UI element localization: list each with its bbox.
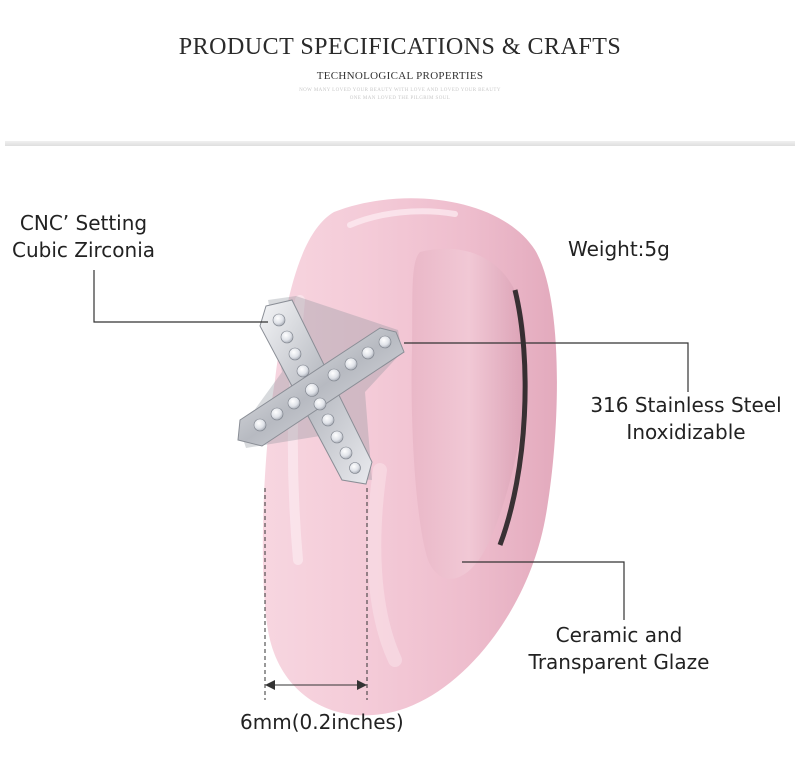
- ceramic-label: Ceramic and Transparent Glaze: [506, 622, 732, 676]
- setting-label: CNC’ Setting Cubic Zirconia: [12, 210, 155, 264]
- leader-lines: [93, 270, 689, 620]
- header-subtitle: TECHNOLOGICAL PROPERTIES: [316, 70, 484, 82]
- steel-label-line1: 316 Stainless Steel: [590, 393, 782, 417]
- header-divider: [5, 141, 795, 146]
- weight-label: Weight:5g: [568, 237, 670, 261]
- leader-line-ceramic: [462, 561, 625, 620]
- steel-label: 316 Stainless Steel Inoxidizable: [584, 392, 788, 446]
- leader-line-steel: [404, 342, 689, 392]
- steel-label-line2: Inoxidizable: [626, 420, 746, 444]
- zirconia-cross-setting: [237, 296, 405, 485]
- setting-label-line1: CNC’ Setting: [19, 211, 148, 235]
- setting-label-line2: Cubic Zirconia: [12, 238, 156, 262]
- header-title: PRODUCT SPECIFICATIONS & CRAFTS: [178, 34, 622, 60]
- width-dimension: [264, 488, 368, 700]
- ring-band: [262, 198, 557, 716]
- ceramic-label-line1: Ceramic and: [555, 623, 683, 647]
- leader-line-setting: [93, 270, 268, 323]
- header-fine-print: ONE MAN LOVED THE PILGRIM SOUL: [349, 96, 451, 101]
- ceramic-label-line2: Transparent Glaze: [528, 650, 710, 674]
- width-label: 6mm(0.2inches): [240, 710, 404, 734]
- header-fine-print: NOW MANY LOVED YOUR BEAUTY WITH LOVE AND…: [299, 88, 501, 93]
